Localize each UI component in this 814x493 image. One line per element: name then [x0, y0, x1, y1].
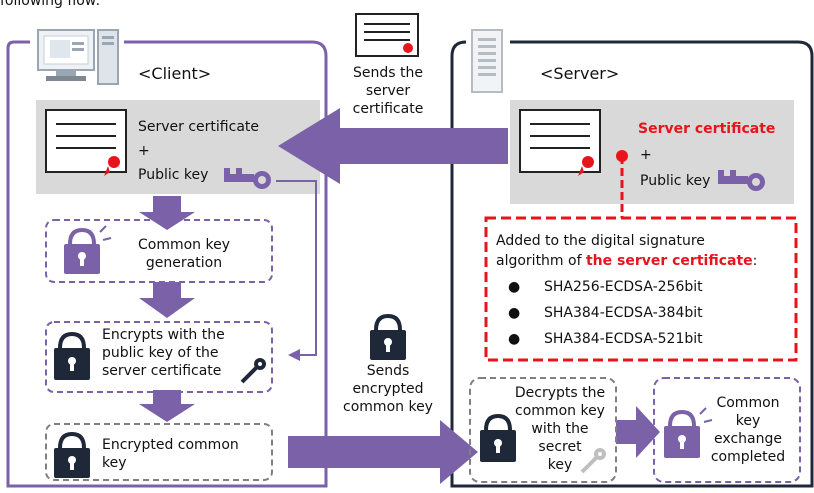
public-key-flow-arrowhead	[288, 349, 300, 361]
algorithm-item: ●SHA384-ECDSA-521bit	[508, 331, 703, 347]
server-plus: +	[640, 147, 652, 163]
server-certificate-icon	[519, 109, 601, 178]
computer-icon	[37, 29, 119, 85]
callout-box-border	[484, 216, 798, 362]
keygen-box-border	[45, 219, 273, 283]
down-arrow-3	[139, 390, 195, 422]
client-cert-label: Server certificate	[138, 119, 260, 135]
server-tower-icon	[471, 29, 503, 93]
completed-lock-icon	[664, 407, 713, 458]
keygen-lock-icon	[64, 225, 112, 274]
client-public-key-icon	[224, 168, 271, 189]
completed-box-border	[653, 377, 801, 483]
public-key-flow-line	[276, 180, 317, 356]
client-title: <Client>	[138, 64, 212, 83]
server-title: <Server>	[540, 64, 620, 83]
encrypt-lock-icon	[54, 331, 90, 380]
algorithm-list: ●SHA256-ECDSA-256bit ●SHA384-ECDSA-384bi…	[508, 278, 703, 348]
keygen-label: Common key generation	[137, 237, 230, 271]
server-panel-border	[450, 40, 814, 488]
callout-connector-dot	[616, 150, 628, 162]
client-certificate-icon	[45, 109, 127, 178]
sends-cert-label: Sends the server certificate	[352, 65, 424, 117]
encrypted-key-box-border	[45, 423, 273, 481]
encrypt-key-icon	[240, 358, 266, 384]
decrypt-to-complete-arrow	[616, 406, 660, 458]
intro-text: following flow:	[0, 0, 101, 9]
down-arrow-2	[139, 282, 195, 318]
server-public-key-label: Public key	[640, 173, 711, 189]
down-arrow-1	[139, 196, 195, 230]
algorithm-item: ●SHA256-ECDSA-256bit	[508, 279, 703, 295]
client-plus: +	[138, 143, 150, 159]
callout-line2-prefix: algorithm of	[496, 253, 586, 269]
callout-line2: algorithm of the server certificate:	[496, 252, 757, 270]
encrypt-box-border	[45, 321, 273, 393]
server-public-key-icon	[718, 170, 765, 191]
secret-key-icon	[580, 448, 606, 474]
sends-key-label: Sends encrypted common key	[343, 363, 433, 415]
encrypt-label: Encrypts with the public key of the serv…	[102, 327, 225, 379]
send-key-arrow	[288, 420, 478, 484]
server-cert-label: Server certificate	[638, 121, 776, 137]
callout-intro: Added to the digital signature	[496, 233, 705, 249]
sent-certificate-icon	[355, 13, 419, 57]
completed-label: Common key exchange completed	[710, 395, 786, 465]
decrypt-lock-icon	[480, 413, 516, 462]
encrypted-key-label: Encrypted common key	[102, 437, 239, 471]
callout-line2-emph: the server certificate	[585, 253, 753, 269]
decrypt-box-border	[469, 377, 617, 483]
algorithm-item: ●SHA384-ECDSA-384bit	[508, 305, 703, 321]
client-panel-border	[6, 40, 328, 488]
encrypted-key-lock-icon	[54, 431, 90, 478]
transit-lock-icon	[370, 313, 406, 360]
send-cert-arrow	[278, 108, 508, 184]
callout-line2-suffix: :	[752, 253, 758, 269]
client-public-key-label: Public key	[138, 167, 209, 183]
decrypt-label: Decrypts the common key with the secret …	[514, 385, 606, 473]
